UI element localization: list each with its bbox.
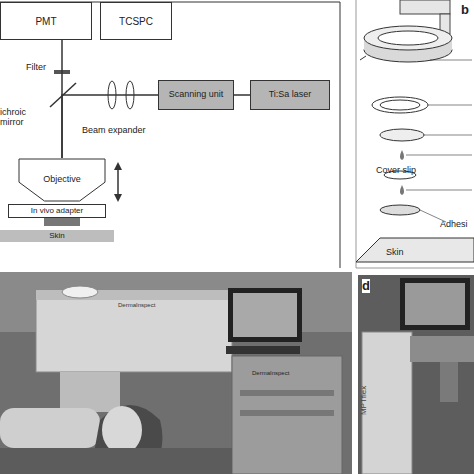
photo-background [0,272,352,474]
objective-lens: Objective [18,158,106,202]
component-label: Filter [26,63,46,73]
drop-symbol [400,185,404,195]
arrow-head [114,194,122,202]
device-cabinet [362,332,412,474]
leader-line [430,60,472,61]
cart-drawer [240,410,334,416]
mount-ring [378,31,438,45]
node-label: PMT [35,16,56,27]
motion-arrow [117,166,119,198]
skin-slab [356,238,474,262]
node-label: Scanning unit [169,90,224,100]
stand-arm [400,0,450,14]
drop-symbol [400,150,404,160]
part-label: Adhesi [440,220,468,230]
part-label: Skin [386,248,404,258]
device-label: MPTflex [360,386,369,415]
detector-box: PMT [0,2,92,40]
laser-box: Ti:Sa laser [250,80,330,110]
arrow-head [114,162,122,170]
electronics-box: TCSPC [100,2,172,40]
adhesive-ring [380,205,420,215]
person-head [102,406,142,454]
node-label: In vivo adapter [31,207,83,216]
leader-line [406,190,472,191]
brand-label: DermaInspect [252,370,289,377]
panel-frame [356,0,474,268]
ring-part [380,129,424,141]
beam-path [234,94,250,96]
scan-head [62,286,98,298]
adapter-box: In vivo adapter [8,204,106,218]
couch [0,448,232,474]
skin-layer: Skin [0,230,114,242]
node-label: Skin [49,232,65,241]
brand-label: DermaInspect [118,302,155,309]
scan-head [440,362,458,402]
objective-shape [19,159,105,201]
panel-frame [0,2,340,268]
leader-line [428,105,472,106]
beam-path [61,40,63,158]
articulated-arm [410,336,474,362]
keyboard [226,346,300,354]
ring-part [380,100,420,110]
node-label: Objective [43,175,81,185]
photo-background [358,275,474,474]
arm-column [60,372,120,412]
panel-letter: b [461,3,469,17]
adapter-foot [44,218,80,226]
node-label: Ti:Sa laser [269,90,312,100]
leader-line [406,155,472,156]
panel-letter: d [362,279,370,293]
monitor [400,278,470,330]
monitor [228,288,302,342]
leader-line [424,135,472,136]
screw [360,56,366,60]
equipment-cart [232,356,342,474]
mount-ring [364,26,452,50]
laser-housing [36,290,232,372]
node-label: TCSPC [119,16,153,27]
ring-part [372,97,428,113]
component-label: Beam expander [82,126,146,136]
scanner-box: Scanning unit [158,80,234,110]
cart-drawer [240,390,334,396]
monitor-screen [233,293,297,337]
component-label: ichroic mirror [0,108,40,128]
beam-path [62,95,158,158]
person-arm [0,408,100,448]
part-label: Cover slip [376,166,416,176]
monitor-screen [405,283,465,325]
